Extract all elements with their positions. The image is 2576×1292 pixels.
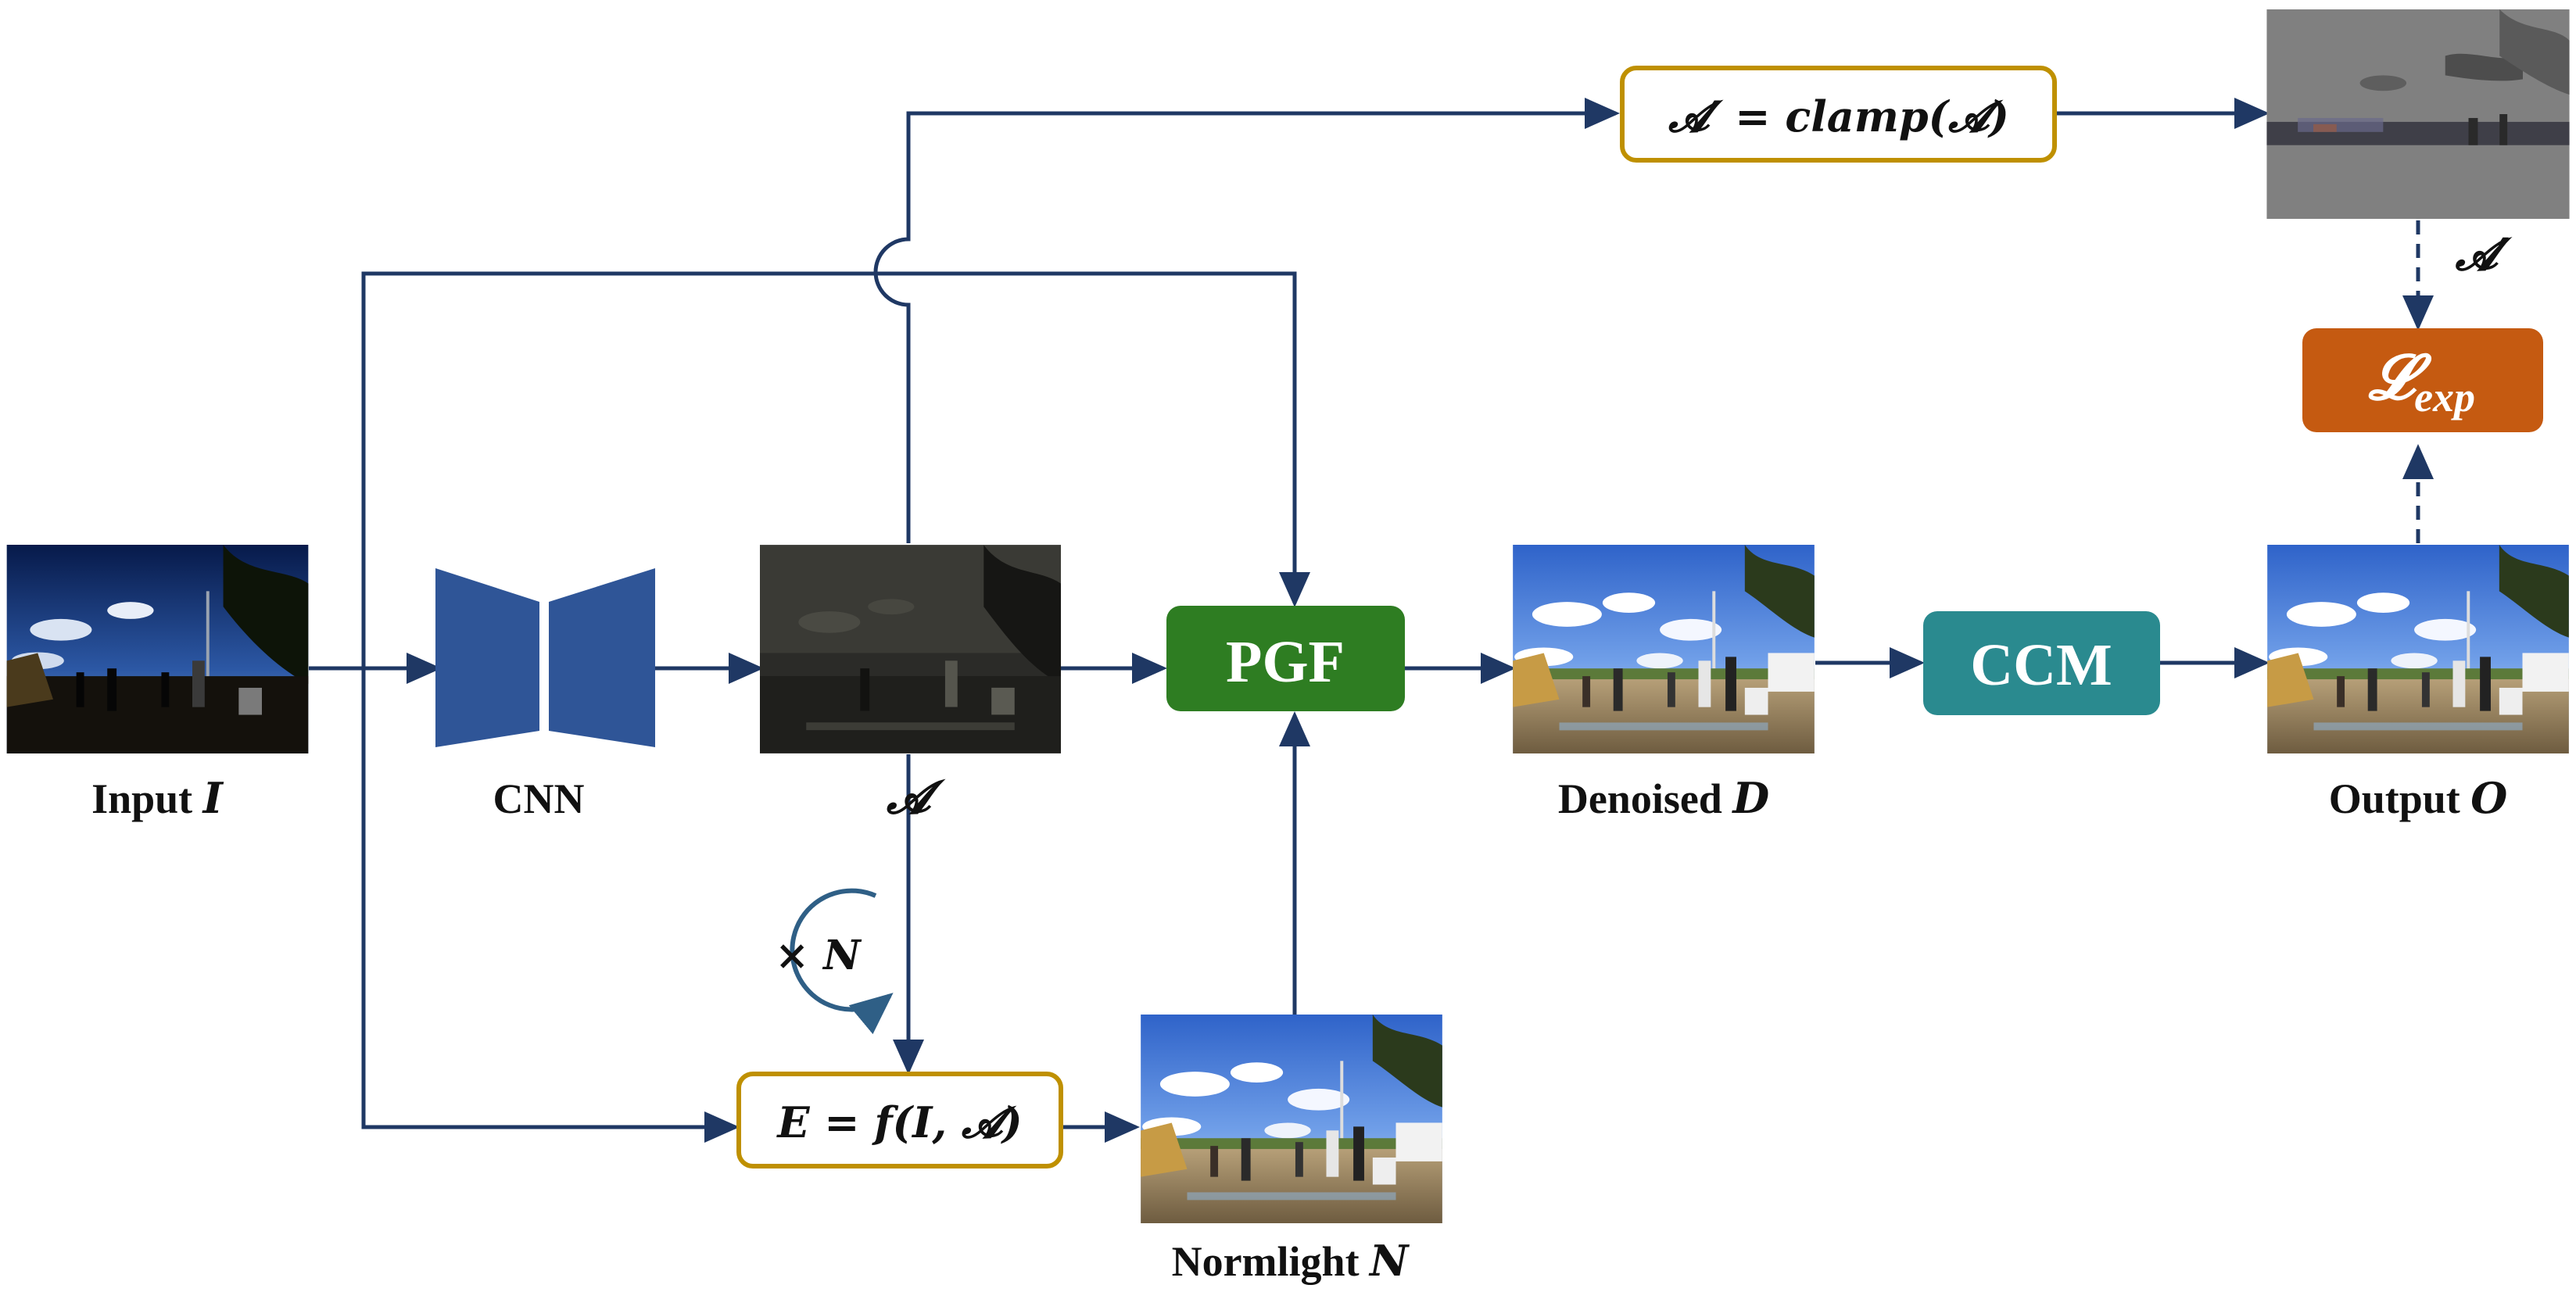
arrow-input-to-pgf (361, 271, 1310, 668)
arrow-attn-to-clamp (873, 98, 1620, 543)
output-image (2267, 545, 2569, 753)
pgf-label: PGF (1226, 629, 1345, 695)
repeat-label: × N (775, 932, 862, 979)
attention-map-image (760, 545, 1061, 753)
repeat-arc-icon (790, 888, 894, 1035)
clamped-map-image (2266, 9, 2570, 219)
pgf-block: PGF (1166, 606, 1405, 711)
enhance-formula-block: E = f(I, 𝓐) (736, 1072, 1063, 1169)
loss-label: 𝓛exp (2367, 344, 2475, 421)
connectors (309, 98, 2434, 1143)
normlight-caption: Normlight N (1172, 1236, 1410, 1286)
enhance-formula: E = f(I, 𝓐) (776, 1097, 1022, 1147)
arrow-input-to-formula (361, 668, 740, 1143)
output-caption: Output O (2329, 773, 2508, 823)
denoised-caption: Denoised D (1558, 773, 1770, 823)
cnn-decoder-shape (549, 568, 655, 747)
cnn-encoder-shape (435, 568, 539, 747)
attn-caption: 𝓐 (886, 771, 946, 824)
attn-prime-caption: 𝓐′ (2455, 229, 2513, 281)
cnn-block (435, 568, 655, 747)
input-caption: Input I (91, 773, 224, 823)
input-image (6, 545, 309, 753)
cnn-caption: CNN (493, 775, 585, 822)
denoised-image (1513, 545, 1815, 753)
clamp-formula-block: 𝓐′ = clamp(𝓐) (1620, 66, 2057, 163)
clamp-formula: 𝓐′ = clamp(𝓐) (1668, 91, 2009, 141)
ccm-label: CCM (1970, 632, 2112, 698)
normlight-image (1141, 1015, 1442, 1223)
loss-subscript: exp (2414, 374, 2475, 421)
ccm-block: CCM (1923, 611, 2160, 715)
loss-block: 𝓛exp (2302, 328, 2543, 432)
